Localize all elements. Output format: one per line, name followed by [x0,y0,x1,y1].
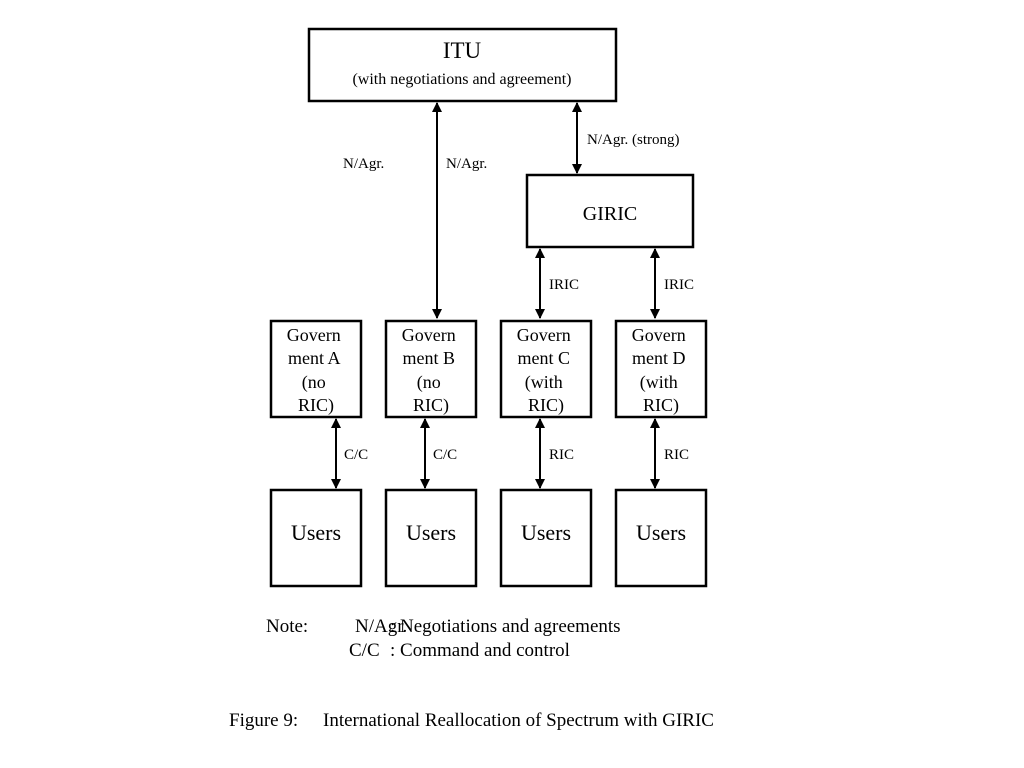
government-b-line: RIC) [413,395,449,416]
government-c-line: RIC) [528,395,564,416]
government-b-line: Govern [402,325,456,345]
government-d-line: ment D [632,348,686,368]
government-c-label: Govern ment C (with RIC) [517,325,575,416]
government-b-box [384,319,478,419]
figure-caption: Figure 9: International Reallocation of … [229,710,714,731]
government-d-label: Govern ment D (with RIC) [632,325,690,416]
itu-title: ITU [443,38,482,63]
users-a-node: Users [269,488,363,588]
government-a-line: Govern [287,325,341,345]
users-c-node: Users [499,488,593,588]
giric-box [525,173,695,249]
label-giric-gov-c: IRIC [549,277,579,293]
government-c-box [499,319,593,419]
government-d-line: RIC) [643,395,679,416]
label-itu-giric: N/Agr. (strong) [587,132,680,148]
label-gov-d-users: RIC [664,447,689,463]
note-value-nagr: : Negotiations and agreements [390,616,621,637]
caption-number: Figure 9: [229,710,298,731]
users-a-label: Users [291,520,341,545]
government-b-node: Govern ment B (no RIC) [384,319,478,419]
label-itu-gov-b: N/Agr. [446,156,487,172]
government-b-line: (no [417,372,441,393]
government-d-line: Govern [632,325,686,345]
users-b-label: Users [406,520,456,545]
giric-node: GIRIC [525,173,695,249]
users-d-node: Users [614,488,708,588]
government-d-box [614,319,708,419]
label-giric-gov-d: IRIC [664,277,694,293]
government-d-line: (with [640,372,678,393]
government-c-line: Govern [517,325,571,345]
itu-box [307,27,618,103]
government-c-node: Govern ment C (with RIC) [499,319,593,419]
government-c-line: ment C [518,348,571,368]
government-b-line: ment B [403,348,456,368]
government-a-box [269,319,363,419]
users-b-node: Users [384,488,478,588]
itu-subtitle: (with negotiations and agreement) [352,71,571,88]
users-c-box [499,488,593,588]
users-b-box [384,488,478,588]
note-key-cc: C/C [349,640,380,661]
government-a-label: Govern ment A (no RIC) [287,325,345,416]
giric-label: GIRIC [583,203,637,225]
itu-node: ITU (with negotiations and agreement) [307,27,618,103]
label-gov-c-users: RIC [549,447,574,463]
government-a-line: ment A [288,348,340,368]
government-b-label: Govern ment B (no RIC) [402,325,460,416]
note-prefix: Note: [266,616,308,637]
users-a-box [269,488,363,588]
note: Note: N/Agr. : Negotiations and agreemen… [266,616,621,661]
note-value-cc: : Command and control [390,640,570,661]
note-key-nagr: N/Agr. [355,616,407,637]
government-a-node: Govern ment A (no RIC) [269,319,363,419]
users-d-label: Users [636,520,686,545]
label-gov-b-users: C/C [433,447,457,463]
government-c-line: (with [525,372,563,393]
label-gov-a-users: C/C [344,447,368,463]
government-a-line: (no [302,372,326,393]
government-a-line: RIC) [298,395,334,416]
caption-text: International Reallocation of Spectrum w… [323,710,714,731]
government-d-node: Govern ment D (with RIC) [614,319,708,419]
users-c-label: Users [521,520,571,545]
users-d-box [614,488,708,588]
label-itu-gov-a: N/Agr. [343,156,384,172]
